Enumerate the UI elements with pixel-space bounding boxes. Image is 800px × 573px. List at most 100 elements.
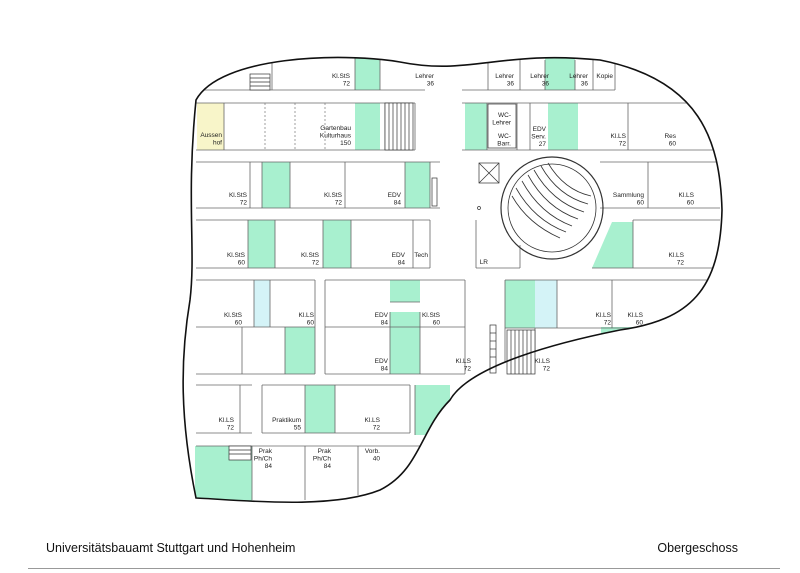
light-blue-room [535, 280, 557, 328]
room-label-line: EDV [375, 312, 389, 319]
light-blue-room [254, 280, 270, 327]
room-label-line: 72 [373, 425, 381, 432]
room-label-line: Kopie [596, 73, 613, 80]
room-label-line: Gartenbau [320, 125, 351, 132]
room-label-line: Tech [414, 252, 428, 259]
room-label-line: 84 [324, 463, 332, 470]
room-label-line: Kl.LS [455, 358, 471, 365]
room-label-line: Kl.LS [627, 312, 643, 319]
room-label-line: Praktikum [272, 417, 301, 424]
green-room [262, 162, 290, 208]
movable-partitions [264, 103, 326, 150]
room-label-line: Kl.StS [422, 312, 441, 319]
staircase [384, 102, 414, 151]
room-label-line: 72 [464, 366, 472, 373]
room-label-line: EDV [533, 126, 547, 133]
spiral-staircase [500, 156, 604, 260]
green-room [305, 385, 335, 433]
green-room [390, 280, 420, 302]
room-label-line: hof [213, 140, 222, 147]
room-label-line: Kl.StS [227, 252, 246, 259]
room-label-line: Kulturhaus [320, 133, 352, 140]
room-label: Kopie [596, 73, 613, 80]
room-label-line: Prak [318, 448, 332, 455]
institution-name: Universitätsbauamt Stuttgart und Hohenhe… [46, 541, 296, 555]
room-label-line: EDV [375, 358, 389, 365]
green-room [323, 220, 351, 268]
room-label-line: 84 [265, 463, 273, 470]
room-label-line: Lehrer [492, 120, 512, 127]
room-label-line: 72 [343, 81, 351, 88]
green-room [405, 162, 430, 208]
floor-name: Obergeschoss [657, 541, 738, 555]
room-label-line: Kl.StS [229, 192, 248, 199]
room-label-line: Aussen [200, 132, 222, 139]
room-label-line: 40 [373, 456, 381, 463]
room-label-line: Kl.StS [324, 192, 343, 199]
room-label-line: Kl.StS [332, 73, 351, 80]
room-label-line: Res [664, 133, 676, 140]
room-label-line: 60 [637, 200, 645, 207]
room-label-line: EDV [392, 252, 406, 259]
wc-block [487, 103, 517, 149]
room-label-line: Kl.LS [668, 252, 684, 259]
room-label-line: 72 [335, 200, 343, 207]
green-room [415, 385, 450, 435]
room-label-line: EDV [388, 192, 402, 199]
room-label-line: 27 [539, 141, 547, 148]
room-label-line: 150 [340, 140, 351, 147]
green-room [505, 280, 535, 328]
room-label-line: Kl.LS [595, 312, 611, 319]
green-room [248, 220, 275, 268]
room-label: WC-Lehrer [492, 112, 512, 127]
room-label-line: Kl.LS [298, 312, 314, 319]
room-label-line: 72 [543, 366, 551, 373]
room-fills [195, 57, 641, 503]
aussenhof-area [197, 103, 224, 150]
room-label-line: Ph/Ch [313, 456, 331, 463]
room-label-line: Sammlung [613, 192, 644, 199]
room-label-line: Lehrer [495, 73, 515, 80]
room-label-line: 36 [507, 81, 515, 88]
room-label-line: 60 [235, 320, 243, 327]
green-room [592, 222, 633, 268]
room-label-line: Vorb. [365, 448, 380, 455]
walls [196, 57, 720, 500]
stair-column [431, 177, 438, 207]
room-label: LR [480, 259, 489, 266]
green-room [285, 327, 315, 374]
room-label-line: 72 [227, 425, 235, 432]
room-label-line: Kl.StS [224, 312, 243, 319]
room-label-line: Lehrer [415, 73, 435, 80]
green-room [355, 103, 380, 150]
room-label: Tech [414, 252, 428, 259]
room-label-line: 72 [240, 200, 248, 207]
